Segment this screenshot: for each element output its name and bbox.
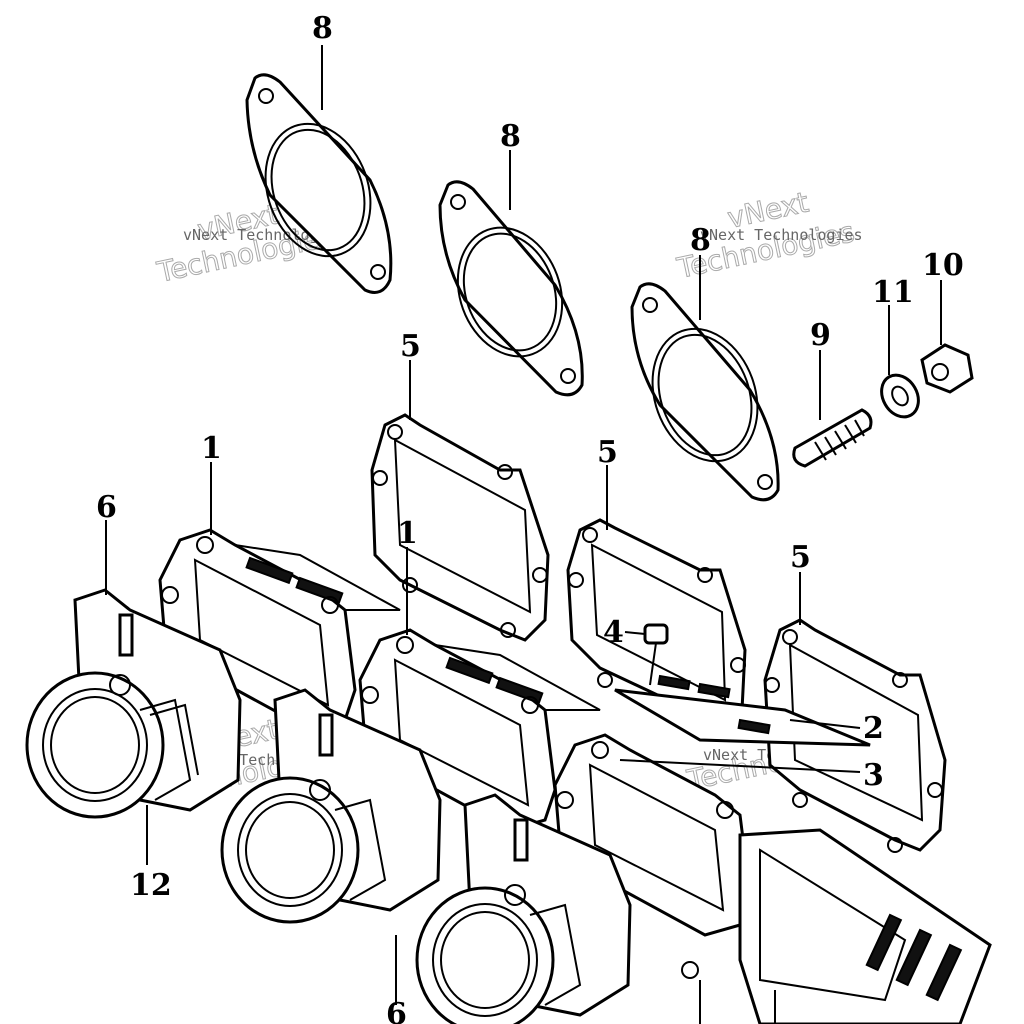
callout-12: 12 bbox=[130, 868, 172, 903]
callout-2: 2 bbox=[863, 711, 884, 746]
callout-1-center: 1 bbox=[397, 516, 418, 551]
callout-5-right: 5 bbox=[790, 540, 811, 575]
callout-5-top: 5 bbox=[400, 329, 421, 364]
gasket-8-center bbox=[438, 180, 584, 397]
reed-plate bbox=[614, 674, 871, 747]
throttle-body-center bbox=[220, 688, 442, 924]
callout-8-center: 8 bbox=[500, 119, 521, 154]
callout-1-left: 1 bbox=[201, 431, 222, 466]
callout-9: 9 bbox=[810, 318, 831, 353]
nut-10 bbox=[920, 343, 974, 394]
callout-labels: 8 8 8 5 5 5 1 1 6 6 4 2 3 9 10 11 12 bbox=[96, 11, 964, 1024]
callout-6-top: 6 bbox=[96, 490, 117, 525]
callout-3: 3 bbox=[863, 758, 884, 793]
leader-lines bbox=[105, 45, 942, 1024]
reed-valve-body-center bbox=[358, 628, 601, 832]
washer-11 bbox=[880, 373, 920, 419]
callout-10: 10 bbox=[922, 248, 964, 283]
throttle-body-right bbox=[415, 793, 632, 1024]
callout-8-left: 8 bbox=[312, 11, 333, 46]
callout-11: 11 bbox=[872, 275, 914, 310]
gasket-5-top bbox=[370, 413, 550, 642]
callout-8-right: 8 bbox=[690, 223, 711, 258]
callout-6-bottom: 6 bbox=[386, 997, 407, 1024]
gasket-8-left bbox=[245, 73, 393, 294]
stud-9 bbox=[792, 408, 873, 468]
watermark-small-2: vNext Technologies bbox=[700, 226, 863, 244]
throttle-body-left bbox=[25, 588, 242, 819]
callout-5-middle: 5 bbox=[597, 435, 618, 470]
callout-4: 4 bbox=[603, 615, 624, 650]
gasket-8-right bbox=[630, 282, 780, 502]
lower-reed-plate bbox=[738, 828, 992, 1024]
